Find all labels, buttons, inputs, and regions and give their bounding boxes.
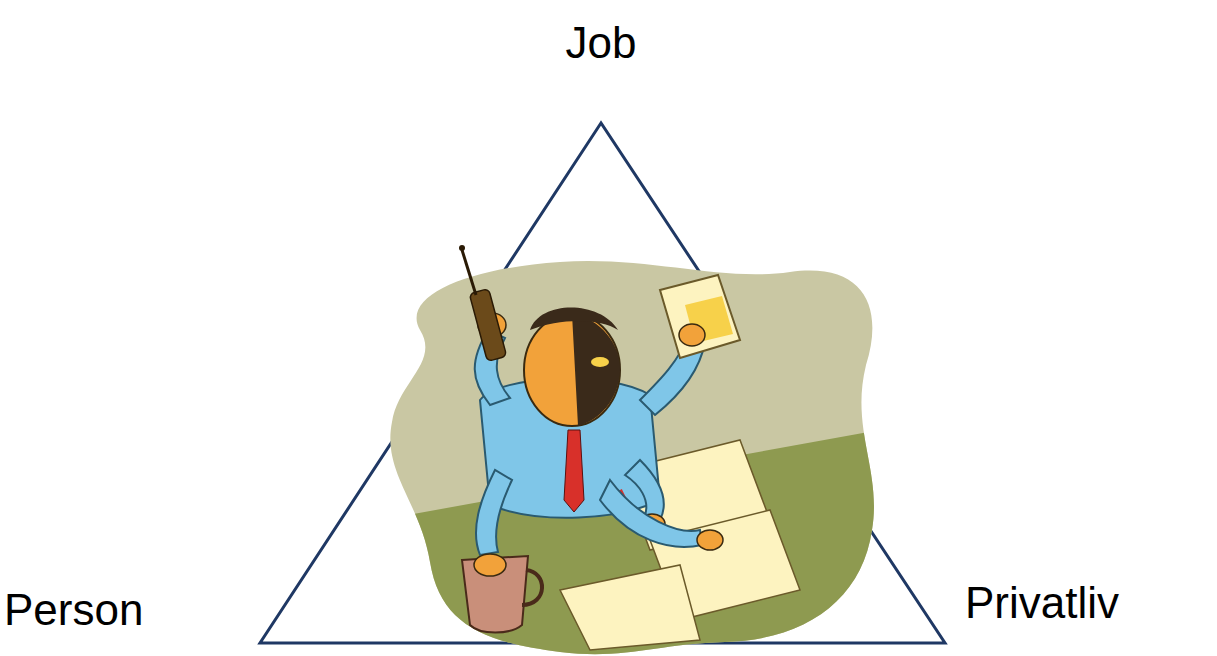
- corner-label: Person: [4, 585, 143, 636]
- busy-worker-clipart: [380, 245, 880, 656]
- corner-label: Job: [566, 18, 637, 69]
- corner-label: Privatliv: [965, 578, 1119, 629]
